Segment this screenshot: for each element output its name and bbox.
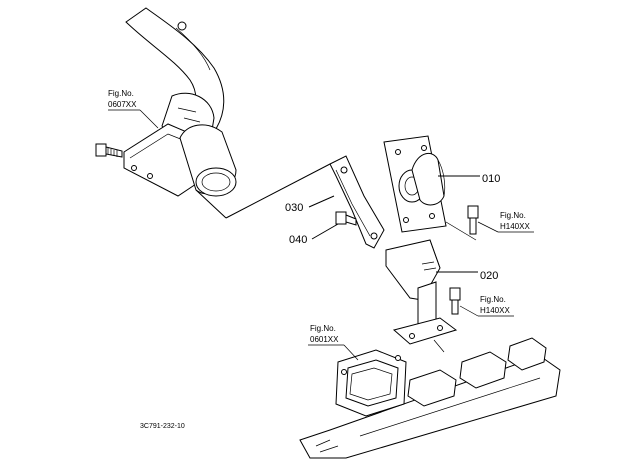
fig-ref-0607: Fig.No. 0607XX	[108, 89, 159, 129]
part-030-bracket	[329, 155, 385, 249]
fig-ref-h140-b: Fig.No. H140XX	[459, 295, 514, 317]
callout-030: 030	[285, 202, 303, 214]
part-020-support	[385, 239, 458, 345]
fig-ref-0601-line2: 0601XX	[310, 335, 339, 344]
bolt-flange	[467, 205, 479, 235]
drawing-code: 3C791-232-10	[140, 423, 185, 430]
fig-ref-h140-a-line1: Fig.No.	[500, 211, 526, 220]
elbow-outlet	[179, 124, 237, 197]
callout-020: 020	[480, 270, 498, 282]
fig-ref-0601: Fig.No. 0601XX	[308, 324, 359, 361]
fig-ref-h140-a-line2: H140XX	[500, 222, 530, 231]
fig-ref-h140-a: Fig.No. H140XX	[445, 211, 534, 241]
fig-ref-h140-b-line1: Fig.No.	[480, 295, 506, 304]
exhaust-pipe	[125, 7, 225, 139]
fig-ref-0607-line1: Fig.No.	[108, 89, 134, 98]
bolt-pipe	[95, 143, 123, 158]
fig-ref-0607-line2: 0607XX	[108, 100, 137, 109]
fig-ref-h140-b-line2: H140XX	[480, 306, 510, 315]
callout-010: 010	[482, 173, 500, 185]
fig-ref-0601-line1: Fig.No.	[310, 324, 336, 333]
exhaust-manifold	[299, 337, 561, 459]
part-040-bolt	[335, 211, 357, 226]
bolt-support	[449, 287, 461, 315]
part-010-flange	[383, 135, 447, 233]
callout-040: 040	[289, 234, 307, 246]
